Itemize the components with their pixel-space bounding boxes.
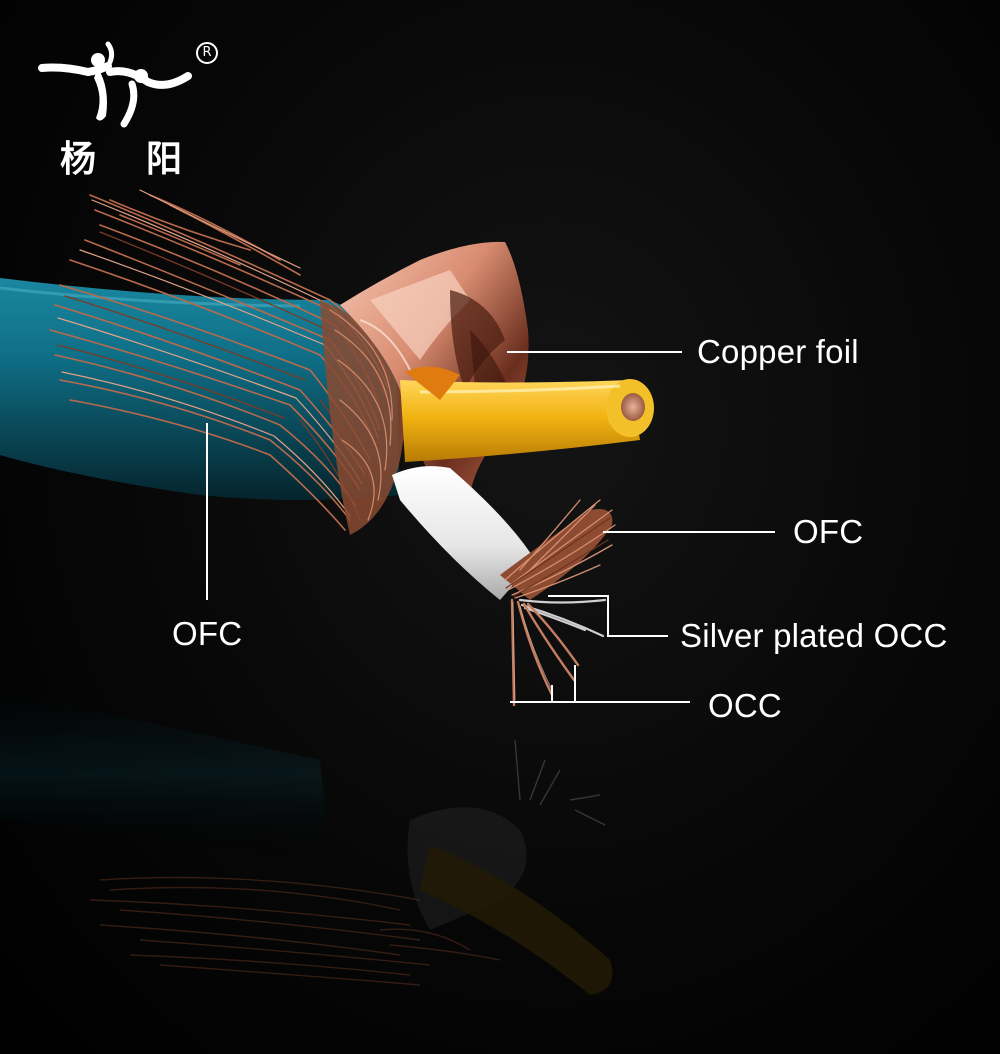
callout-leader-lines (206, 351, 775, 703)
brand-name-char-1: 杨 (60, 138, 97, 180)
brand-name-char-2: 阳 (146, 138, 183, 180)
label-silver-plated-occ: Silver plated OCC (680, 617, 948, 654)
ofc-outer-braid (49, 189, 405, 535)
outer-jacket (0, 278, 400, 500)
yellow-insulated-conductor (400, 366, 654, 462)
occ-strands (510, 598, 580, 707)
label-ofc-inner: OFC (793, 513, 864, 550)
reflection (0, 690, 613, 995)
registered-trademark-mark: R (196, 42, 218, 64)
dancer-figure-icon (38, 41, 192, 128)
label-ofc-outer: OFC (172, 615, 243, 652)
label-copper-foil: Copper foil (697, 333, 859, 370)
white-insulated-conductor (392, 466, 535, 600)
label-occ: OCC (708, 687, 782, 724)
brand-logo: R 杨 阳 (38, 38, 228, 180)
